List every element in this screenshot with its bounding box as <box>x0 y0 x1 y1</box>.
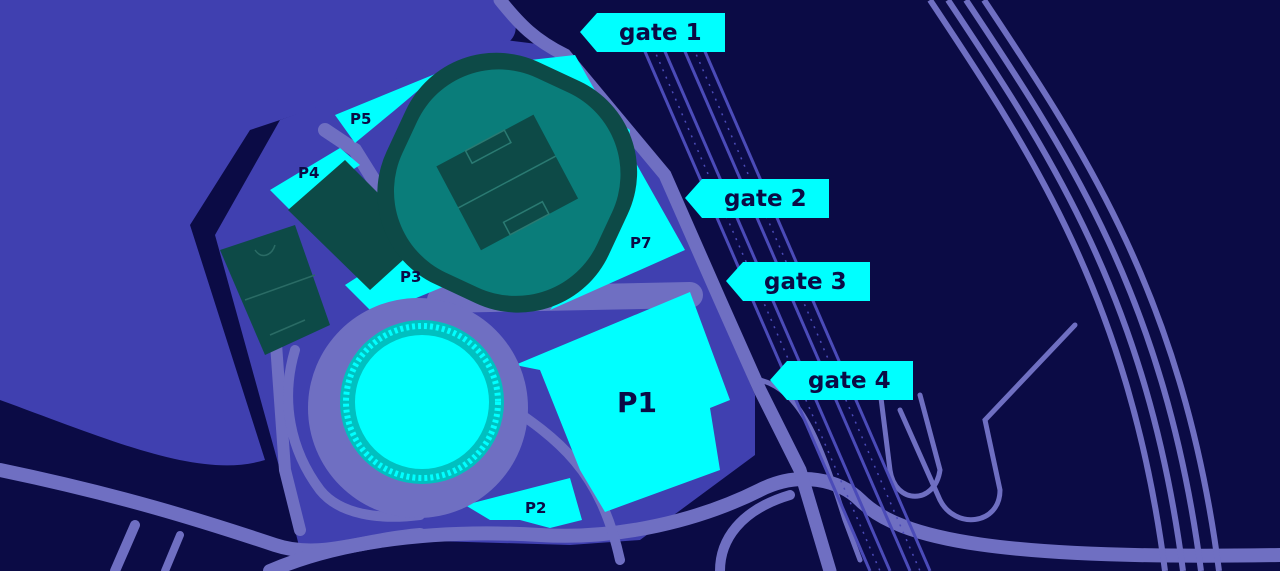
gate-1-tag <box>580 13 725 52</box>
parking-lot-p7[interactable] <box>530 55 685 310</box>
rail-ties <box>649 39 921 571</box>
highway-lane-3 <box>963 0 1204 571</box>
parking-lot-p2[interactable] <box>465 478 582 528</box>
road-left-down <box>110 520 140 571</box>
railway <box>638 39 932 571</box>
parking-label-p3: P3 <box>400 268 421 286</box>
road-left-down-2 <box>161 531 184 571</box>
road-east <box>493 0 837 571</box>
gate-4-tag <box>770 361 913 400</box>
gate-marker-4[interactable]: gate 4 <box>770 361 913 400</box>
arena-core <box>355 335 489 469</box>
stadium-pitch <box>436 114 579 251</box>
parking-label-p4: P4 <box>298 164 319 182</box>
rail-ties-b <box>689 39 921 571</box>
land-area <box>0 0 516 466</box>
parking-lot-p4[interactable] <box>270 148 360 210</box>
highway <box>927 0 1222 571</box>
highway-lane-1 <box>927 0 1168 571</box>
pitch-halfway-line <box>458 155 556 209</box>
road-site-inner <box>318 123 387 197</box>
pitch-box-bottom <box>502 200 550 236</box>
rail-2 <box>658 39 892 571</box>
gate-2-label: gate 2 <box>724 186 807 212</box>
gate-2-tag <box>685 179 829 218</box>
parking-label-p7: P7 <box>630 234 651 252</box>
training-pitch-lines <box>244 244 316 336</box>
gate-3-tag <box>726 262 870 301</box>
rail-ties-a <box>649 39 881 571</box>
football-stadium <box>377 52 638 313</box>
arena-ring-dashed <box>343 323 501 481</box>
gate-marker-2[interactable]: gate 2 <box>685 179 829 218</box>
gate-1-label: gate 1 <box>619 20 702 46</box>
gate-marker-1[interactable]: gate 1 <box>580 13 725 52</box>
arena <box>308 298 528 518</box>
road-site-loop <box>283 345 425 522</box>
road-bottom-branch <box>715 490 795 571</box>
parking-label-p5: P5 <box>350 110 371 128</box>
gate-marker-3[interactable]: gate 3 <box>726 262 870 301</box>
road-loop-a <box>877 387 943 499</box>
parking-labels: P1 P2 P3 P4 P5 P7 <box>298 110 657 517</box>
rail-4 <box>698 39 932 571</box>
road-site-west <box>269 324 306 536</box>
highway-lane-4 <box>981 0 1222 571</box>
rail-3 <box>678 39 912 571</box>
parking-lot-p5[interactable] <box>335 72 440 143</box>
road-loop-b <box>897 322 1078 523</box>
parking-areas <box>270 55 730 528</box>
parking-lot-p1[interactable] <box>515 292 730 512</box>
parking-label-p2: P2 <box>525 499 546 517</box>
parking-label-p1: P1 <box>617 386 657 419</box>
gate-4-label: gate 4 <box>808 368 891 394</box>
pitch-box-top <box>464 129 512 165</box>
gate-3-label: gate 3 <box>764 269 847 295</box>
road-bottom <box>263 472 1280 571</box>
highway-lane-2 <box>945 0 1186 571</box>
training-pitch <box>220 225 330 355</box>
training-ground-dark <box>288 160 425 290</box>
rail-1 <box>638 39 872 571</box>
